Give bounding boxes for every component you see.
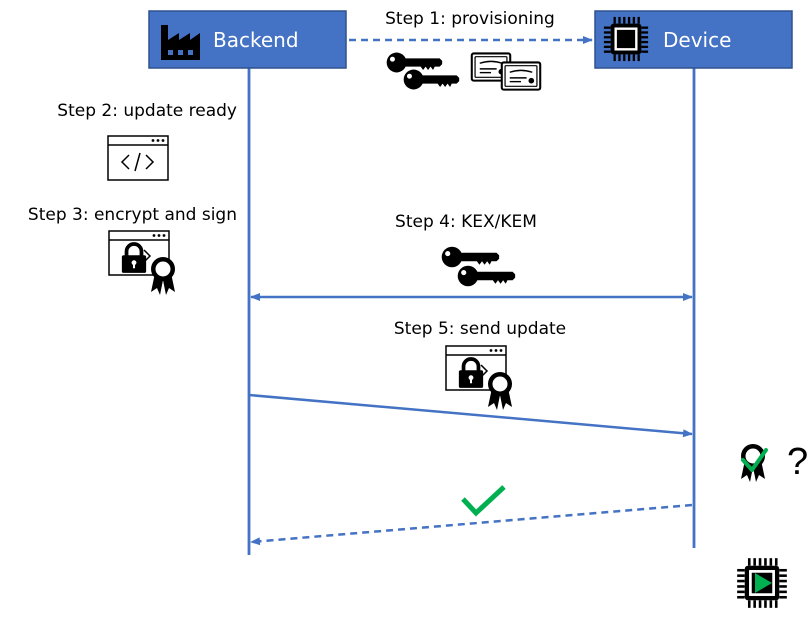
backend-label: Backend bbox=[213, 28, 299, 52]
acknowledgment-arrow bbox=[250, 503, 693, 546]
step-2-label: Step 2: update ready bbox=[57, 101, 237, 121]
code-window-icon bbox=[107, 135, 169, 181]
step-1-label: Step 1: provisioning bbox=[385, 9, 555, 29]
chip-play-icon bbox=[737, 558, 787, 608]
checkmark-icon bbox=[461, 485, 506, 517]
locked-signed-code-icon bbox=[446, 346, 512, 410]
device-actor: Device bbox=[594, 10, 793, 69]
question-mark-icon: ? bbox=[787, 441, 808, 483]
backend-actor: Backend bbox=[148, 10, 347, 69]
send-update-arrow bbox=[248, 393, 693, 438]
certificates-icon bbox=[470, 52, 542, 91]
keys-icon bbox=[441, 246, 516, 287]
ribbon-check-icon bbox=[741, 444, 768, 482]
factory-icon bbox=[161, 25, 200, 60]
step-5-label: Step 5: send update bbox=[394, 319, 566, 339]
locked-signed-code-icon bbox=[109, 231, 175, 295]
device-label: Device bbox=[663, 28, 731, 52]
step-3-label: Step 3: encrypt and sign bbox=[28, 205, 237, 225]
keys-icon bbox=[386, 52, 460, 90]
step-4-label: Step 4: KEX/KEM bbox=[395, 212, 537, 232]
